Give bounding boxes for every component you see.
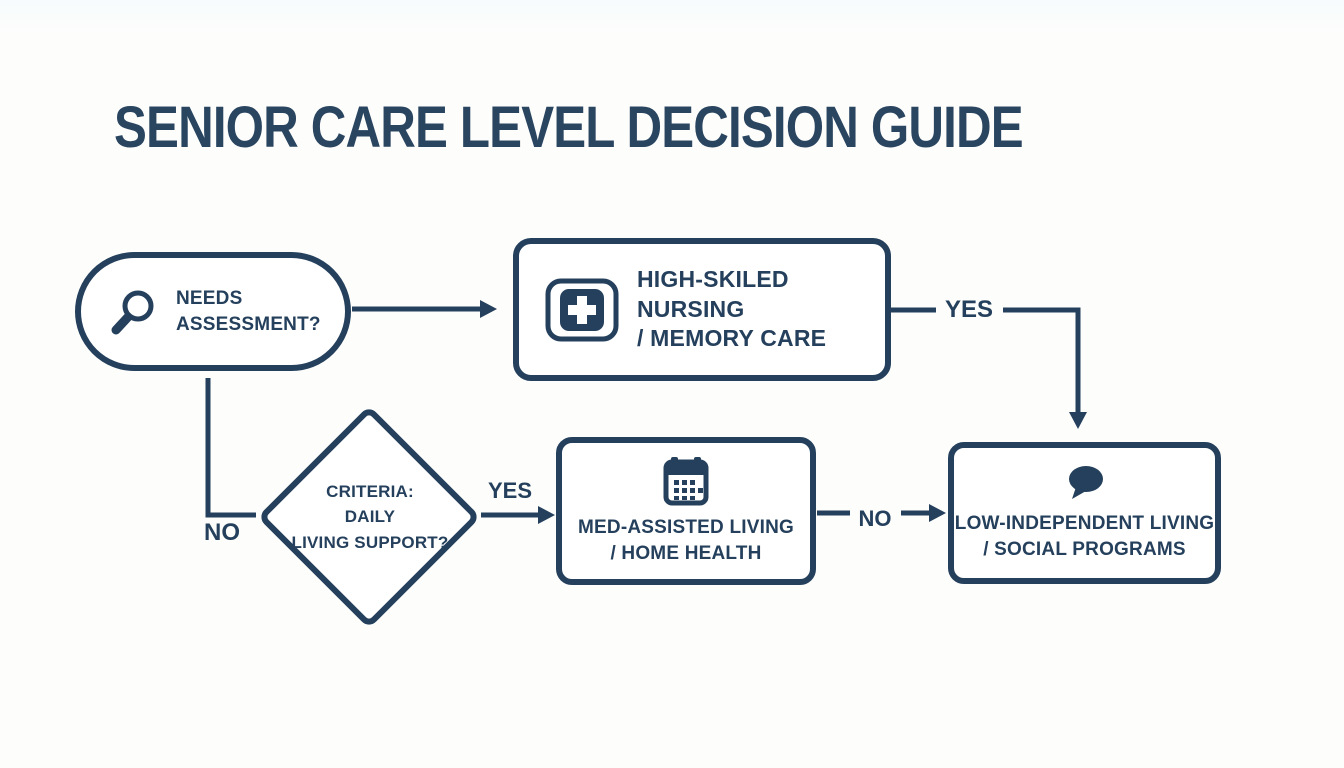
low-independent-living-label: LOW-INDEPENDENT LIVING / SOCIAL PROGRAMS — [954, 513, 1215, 560]
arrowhead-med-to-low — [929, 504, 946, 522]
arrowhead-criteria-to-med — [538, 506, 555, 524]
criteria-decision-label: CRITERIA: DAILY LIVING SUPPORT? — [291, 481, 449, 552]
magnifier-icon — [107, 285, 161, 339]
speech-bubble-icon — [1062, 463, 1108, 503]
arrowhead-high-to-low — [1069, 412, 1087, 429]
arrowhead-start-to-high — [480, 300, 497, 318]
med-assisted-living-node: MED-ASSISTED LIVING / HOME HEALTH — [556, 437, 816, 585]
high-skilled-nursing-node: HIGH-SKILED NURSING / MEMORY CARE — [513, 238, 891, 381]
label-yes-top: YES — [944, 296, 994, 323]
label-no-left: NO — [204, 519, 240, 546]
label-no-mid: NO — [858, 506, 892, 531]
label-yes-mid: YES — [487, 478, 533, 503]
med-assisted-living-label: MED-ASSISTED LIVING / HOME HEALTH — [578, 517, 794, 564]
low-independent-living-node: LOW-INDEPENDENT LIVING / SOCIAL PROGRAMS — [948, 442, 1221, 584]
connector-high-yes-right-seg — [1003, 307, 1081, 413]
high-skilled-nursing-label: HIGH-SKILED NURSING / MEMORY CARE — [637, 265, 827, 352]
needs-assessment-label: NEEDS ASSESSMENT? — [176, 288, 321, 335]
needs-assessment-node: NEEDS ASSESSMENT? — [75, 252, 351, 371]
calendar-icon — [662, 455, 710, 507]
connector-start-no-to-criteria — [205, 378, 256, 518]
page-title: SENIOR CARE LEVEL DECISION GUIDE — [114, 95, 1024, 160]
medical-cross-icon — [545, 278, 619, 342]
